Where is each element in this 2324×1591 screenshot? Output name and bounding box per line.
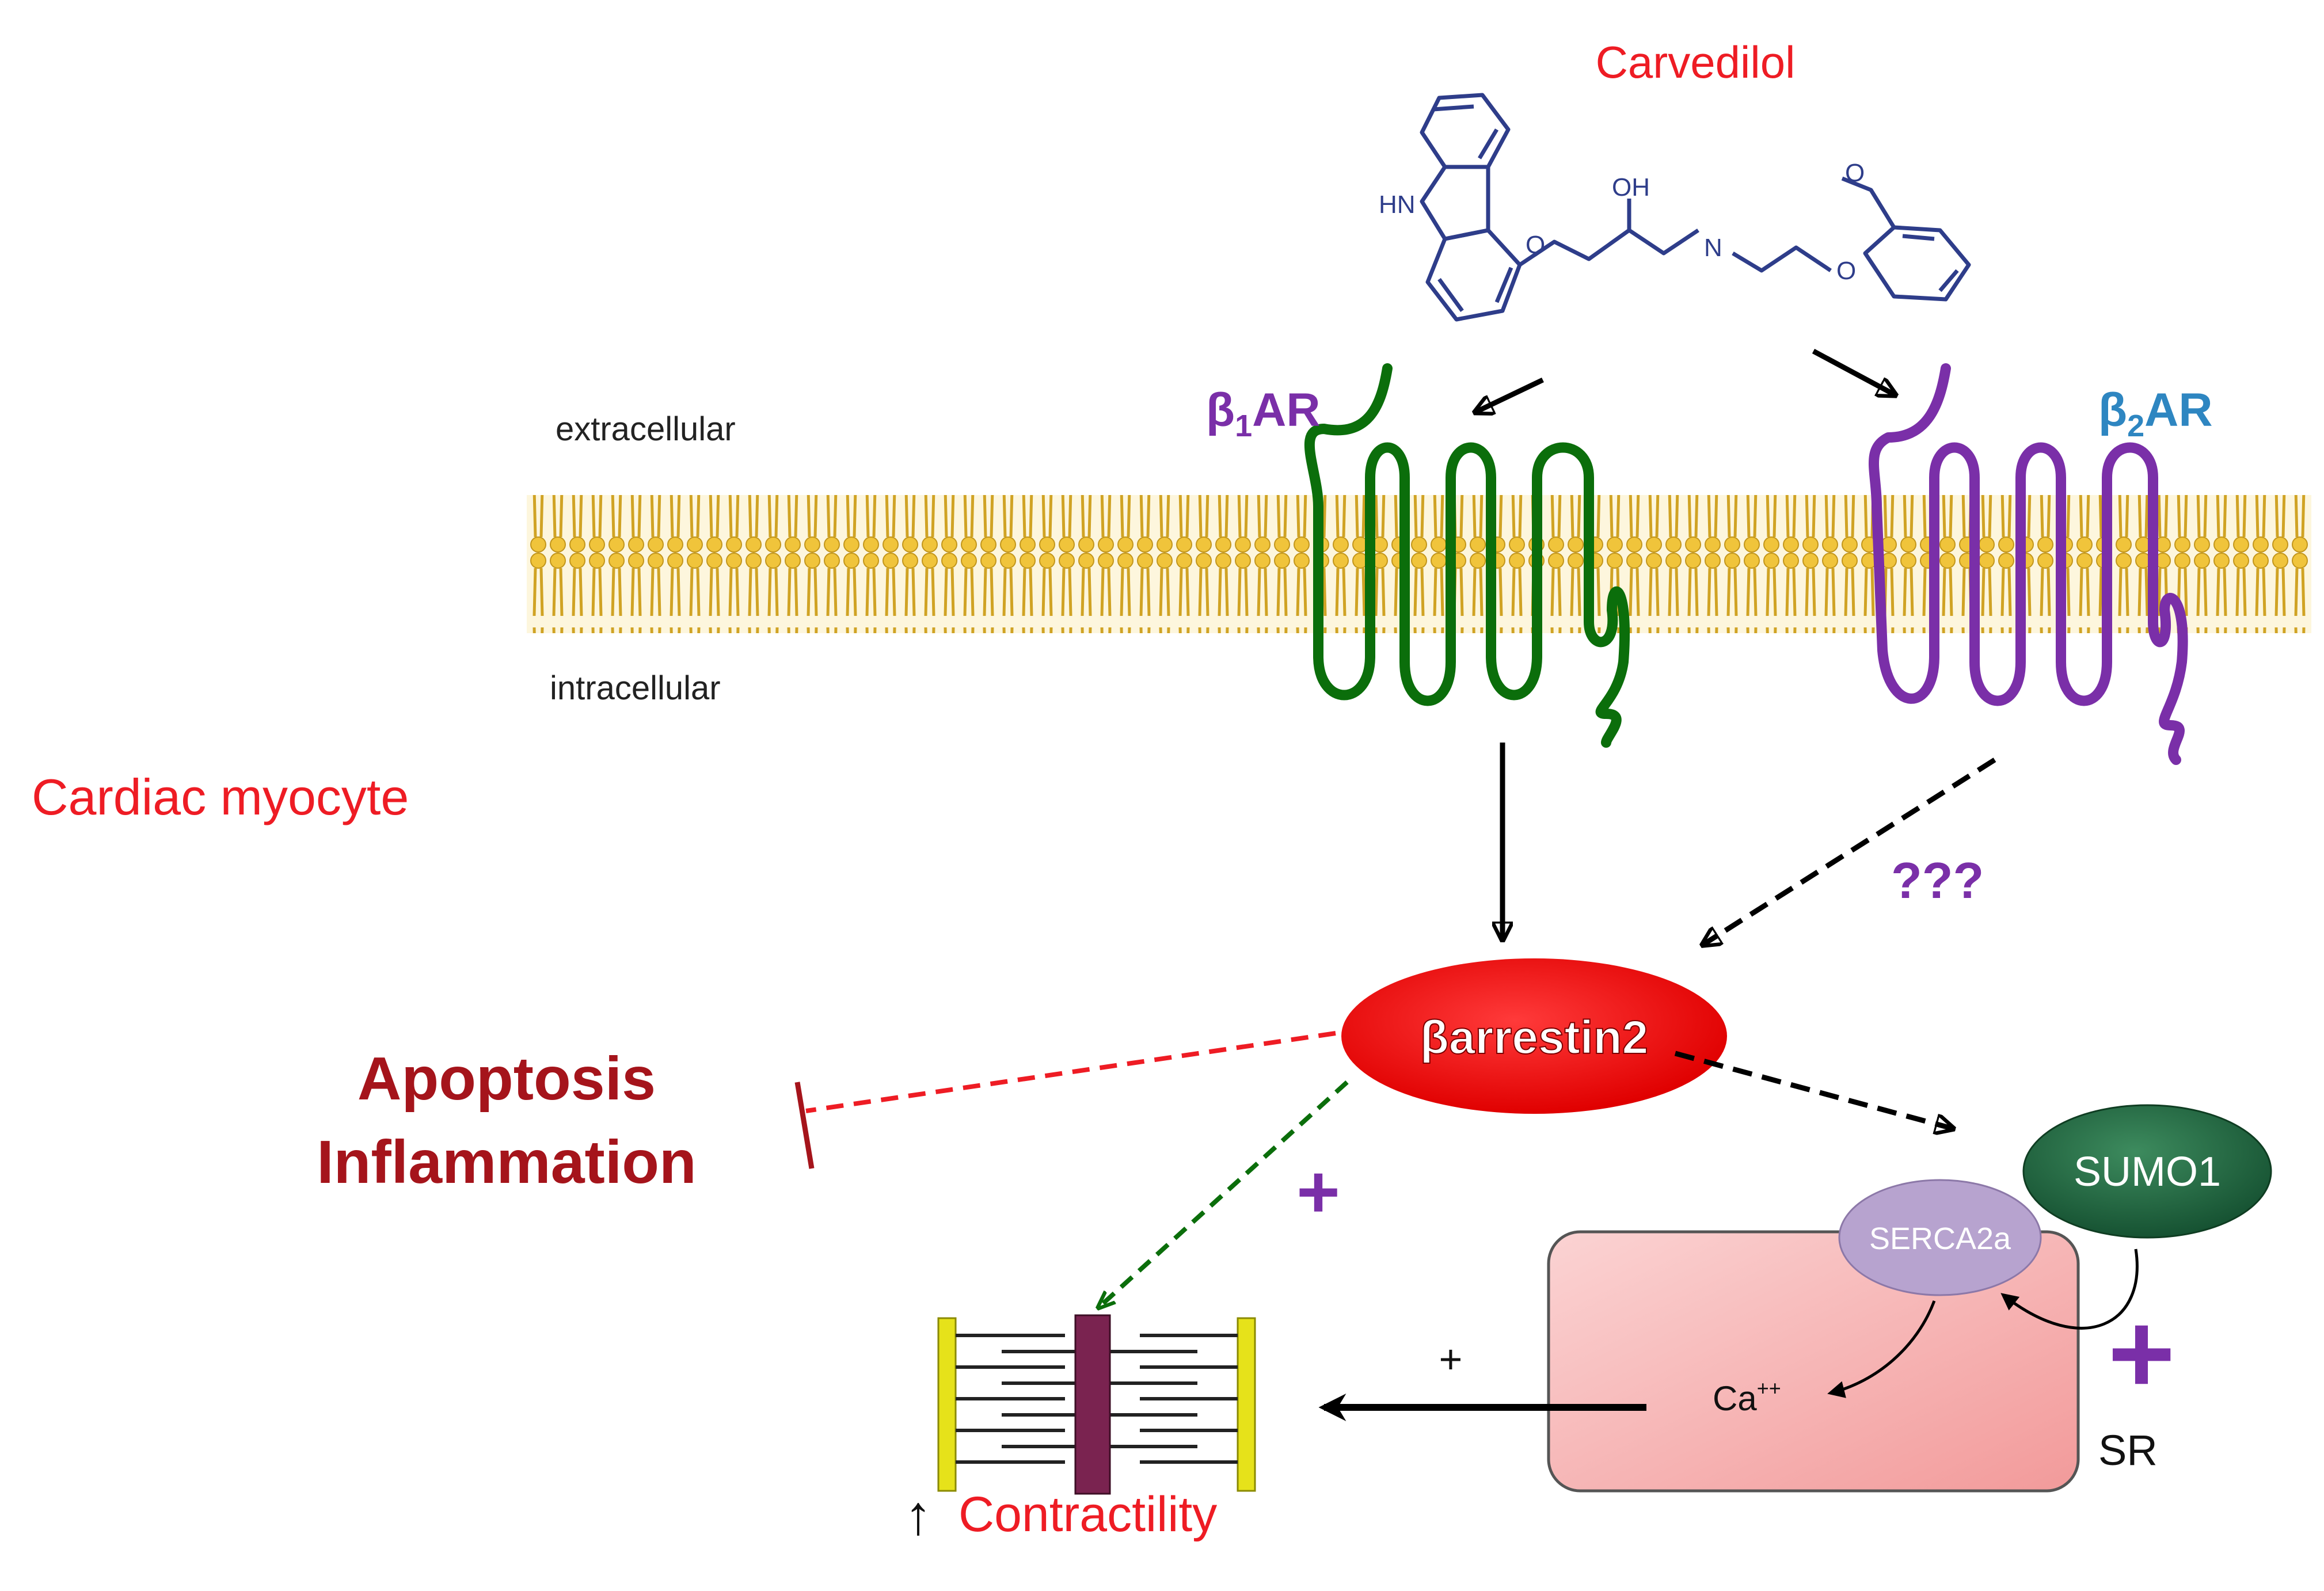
sumo1-label: SUMO1 [2074,1149,2221,1195]
sarcomere [937,1314,1256,1495]
plus-sign-calcium: + [1439,1337,1463,1381]
outcome-inflammation: Inflammation [317,1128,697,1196]
barrestin-inhibits-apoptosis-line [805,1031,1336,1113]
molecule-atom-hn: HN [1379,191,1416,219]
beta2-label: β2AR [2098,384,2213,443]
cell-membrane [527,495,2311,633]
barrestin2-node[interactable] [1341,958,1727,1114]
sumo1-to-serca2a-arrow [2000,1249,2139,1330]
beta2-to-barrestin-arrow [1704,758,1996,944]
beta1-label: β1AR [1206,384,1321,443]
plus-sign-barrestin: + [1296,1150,1340,1234]
barrestin-to-sumo1-arrow [1674,1050,1952,1128]
molecule-atom-o2: O [1836,257,1856,285]
outcome-apoptosis: Apoptosis [357,1045,656,1113]
molecule-atom-o3: O [1845,159,1865,187]
carvedilol-structure [1420,93,1971,322]
calcium-label: Ca++ [1713,1376,1781,1418]
barrestin-to-sarcomere-arrow [1100,1080,1349,1307]
serca2a-to-calcium-arrow [1827,1300,1936,1398]
sr-label: SR [2098,1426,2158,1474]
intracellular-label: intracellular [550,669,721,707]
plus-sign-sumo: + [2108,1289,2175,1418]
inhibition-bar [794,1082,815,1169]
cell-type-label: Cardiac myocyte [32,768,409,825]
drug-to-b1-arrow [1477,377,1544,412]
extracellular-label: extracellular [556,410,736,448]
drug-name: Carvedilol [1596,37,1796,87]
beta2-receptor [1869,363,2188,765]
molecule-atom-n: N [1704,234,1722,262]
beta1-receptor [1304,363,1630,748]
serca2a-node[interactable] [1838,1179,2042,1296]
unknown-pathway-label: ??? [1891,852,1984,909]
sumo1-node[interactable] [2022,1104,2272,1239]
molecule-atom-o1: O [1526,231,1545,259]
barrestin2-label: βarrestin2 [1420,1011,1648,1064]
drug-to-b2-arrow [1812,349,1894,394]
up-arrow-symbol: ↑ [904,1485,932,1546]
sarcoplasmic-reticulum [1547,1230,2080,1493]
molecule-atom-oh: OH [1612,173,1650,201]
contractility-label: Contractility [958,1487,1217,1542]
serca2a-label: SERCA2a [1869,1221,2011,1256]
